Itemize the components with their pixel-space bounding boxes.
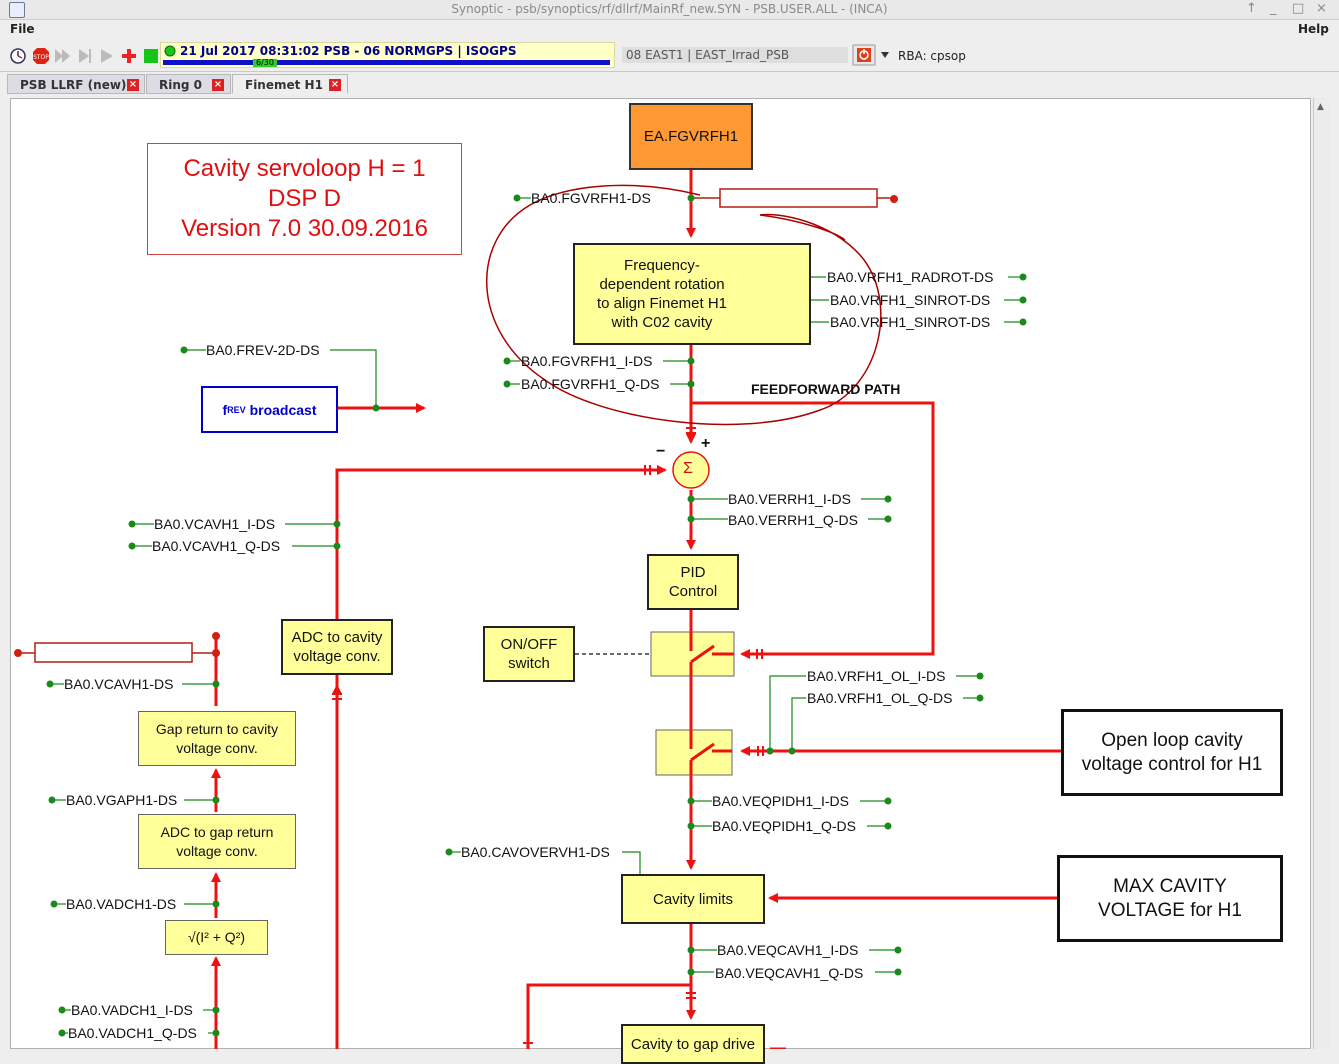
svg-text:STOP: STOP <box>33 54 49 61</box>
gap-return-block[interactable]: Gap return to cavity voltage conv. <box>138 711 296 766</box>
sum-symbol: Σ <box>683 460 693 477</box>
java-app-icon <box>9 2 25 18</box>
info-title: Cavity servoloop H = 1 <box>183 155 426 182</box>
tap-label[interactable]: BA0.CAVOVERVH1-DS <box>461 844 610 860</box>
tap-label[interactable]: BA0.VCAVH1_I-DS <box>154 516 276 532</box>
tap-label[interactable]: BA0.FGVRFH1-DS <box>531 190 651 206</box>
toolbar: STOP 21 Jul 2017 08:31:02 PSB - 06 NORMG… <box>0 41 1339 72</box>
vertical-scrollbar[interactable]: ▲ <box>1313 98 1330 1049</box>
clock-icon[interactable] <box>8 46 28 66</box>
timing-user-field: 08 EAST1 | EAST_Irrad_PSB <box>622 47 848 63</box>
sum-plus-sign: + <box>701 435 711 452</box>
feedforward-label: FEEDFORWARD PATH <box>751 381 901 397</box>
tap-label[interactable]: BA0.VGAPH1-DS <box>66 792 178 808</box>
frev-sub: REV <box>227 404 246 415</box>
tap-label[interactable]: BA0.VEQPIDH1_Q-DS <box>712 818 856 834</box>
servoloop-info-box: Cavity servoloop H = 1 DSP D Version 7.0… <box>147 143 462 255</box>
close-icon[interactable]: × <box>212 79 224 91</box>
window-titlebar: Synoptic - psb/synoptics/rf/dllrf/MainRf… <box>0 0 1339 20</box>
tap-label[interactable]: BA0.VERRH1_Q-DS <box>728 512 858 528</box>
tap-label[interactable]: BA0.VRFH1_SINROT-DS <box>830 314 991 330</box>
close-icon[interactable]: × <box>329 79 341 91</box>
tab-label: PSB LLRF (new) <box>20 78 127 92</box>
tab-label: Finemet H1 <box>245 78 323 92</box>
sum-minus-sign: − <box>656 443 666 460</box>
rotation-block[interactable]: Frequency- dependent rotation to align F… <box>573 243 811 345</box>
rba-label: RBA: cpsop <box>898 49 966 63</box>
tap-label[interactable]: BA0.VCAVH1-DS <box>64 676 174 692</box>
tap-label[interactable]: BA0.VRFH1_RADROT-DS <box>827 269 994 285</box>
tab-finemet-h1[interactable]: Finemet H1 × <box>232 74 348 94</box>
cycle-info-text: 21 Jul 2017 08:31:02 PSB - 06 NORMGPS | … <box>180 44 517 58</box>
tab-bar: PSB LLRF (new) × Ring 0 × Finemet H1 × <box>0 74 1339 96</box>
cycle-counter: 6/30 <box>253 59 277 67</box>
chevron-down-icon[interactable] <box>880 50 890 60</box>
tap-label[interactable]: BA0.VEQCAVH1_I-DS <box>717 942 859 958</box>
info-version: Version 7.0 30.09.2016 <box>181 215 428 242</box>
menu-help[interactable]: Help <box>1298 22 1329 36</box>
pid-control-block[interactable]: PID Control <box>647 554 739 610</box>
tap-label[interactable]: BA0.VRFH1_OL_I-DS <box>807 668 946 684</box>
tap-label[interactable]: BA0.FGVRFH1_Q-DS <box>521 376 660 392</box>
tap-label[interactable]: BA0.VRFH1_SINROT-DS <box>830 292 991 308</box>
power-button-icon[interactable] <box>852 44 876 66</box>
add-icon[interactable] <box>119 46 139 66</box>
open-loop-block[interactable]: Open loop cavity voltage control for H1 <box>1061 709 1283 796</box>
window-minimize-icon[interactable]: _ <box>1270 1 1277 16</box>
close-icon[interactable]: × <box>127 79 139 91</box>
adc-cavity-block[interactable]: ADC to cavity voltage conv. <box>281 619 393 675</box>
window-maximize-icon[interactable]: □ <box>1292 1 1305 16</box>
frev-text: broadcast <box>245 401 317 418</box>
cavity-limits-block[interactable]: Cavity limits <box>621 874 765 924</box>
scroll-up-icon[interactable]: ▲ <box>1317 102 1324 112</box>
cycle-progress-bar <box>163 60 610 65</box>
tap-label[interactable]: BA0.FREV-2D-DS <box>206 342 320 358</box>
tab-psb-llrf[interactable]: PSB LLRF (new) × <box>7 74 145 94</box>
status-green-icon <box>144 49 158 63</box>
frev-f: f <box>222 401 228 418</box>
tap-label[interactable]: BA0.VADCH1_Q-DS <box>68 1025 197 1041</box>
cycle-status-icon <box>164 45 176 57</box>
adc-gap-block[interactable]: ADC to gap return voltage conv. <box>138 814 296 869</box>
tap-label[interactable]: BA0.VADCH1-DS <box>66 896 177 912</box>
tap-label[interactable]: BA0.VERRH1_I-DS <box>728 491 851 507</box>
max-cavity-voltage-block[interactable]: MAX CAVITY VOLTAGE for H1 <box>1057 855 1283 942</box>
tap-label[interactable]: BA0.VEQCAVH1_Q-DS <box>715 965 864 981</box>
info-dsp: DSP D <box>268 185 341 212</box>
tap-label[interactable]: BA0.VEQPIDH1_I-DS <box>712 793 849 809</box>
tap-label[interactable]: BA0.FGVRFH1_I-DS <box>521 353 653 369</box>
menu-bar: File Help <box>0 20 1339 40</box>
tap-label[interactable]: BA0.VCAVH1_Q-DS <box>152 538 281 554</box>
step-icon[interactable] <box>75 46 95 66</box>
tab-label: Ring 0 <box>159 78 203 92</box>
fast-forward-icon[interactable] <box>53 46 73 66</box>
onoff-switch-block[interactable]: ON/OFF switch <box>483 626 575 682</box>
tap-label[interactable]: BA0.VADCH1_I-DS <box>71 1002 193 1018</box>
menu-file[interactable]: File <box>10 22 35 36</box>
tab-ring-0[interactable]: Ring 0 × <box>146 74 231 94</box>
tap-label[interactable]: BA0.VRFH1_OL_Q-DS <box>807 690 953 706</box>
window-close-icon[interactable]: × <box>1316 1 1327 16</box>
cavity-to-gap-block[interactable]: Cavity to gap drive <box>621 1024 765 1064</box>
window-pin-icon[interactable]: ↑ <box>1246 1 1257 16</box>
source-block-fgvrfh1[interactable]: EA.FGVRFH1 <box>629 103 753 170</box>
window-title: Synoptic - psb/synoptics/rf/dllrf/MainRf… <box>451 2 888 16</box>
play-icon[interactable] <box>97 46 117 66</box>
sqrt-magnitude-block[interactable]: √(I² + Q²) <box>165 920 268 955</box>
cycle-info-panel: 21 Jul 2017 08:31:02 PSB - 06 NORMGPS | … <box>160 42 615 68</box>
stop-icon[interactable]: STOP <box>31 46 51 66</box>
